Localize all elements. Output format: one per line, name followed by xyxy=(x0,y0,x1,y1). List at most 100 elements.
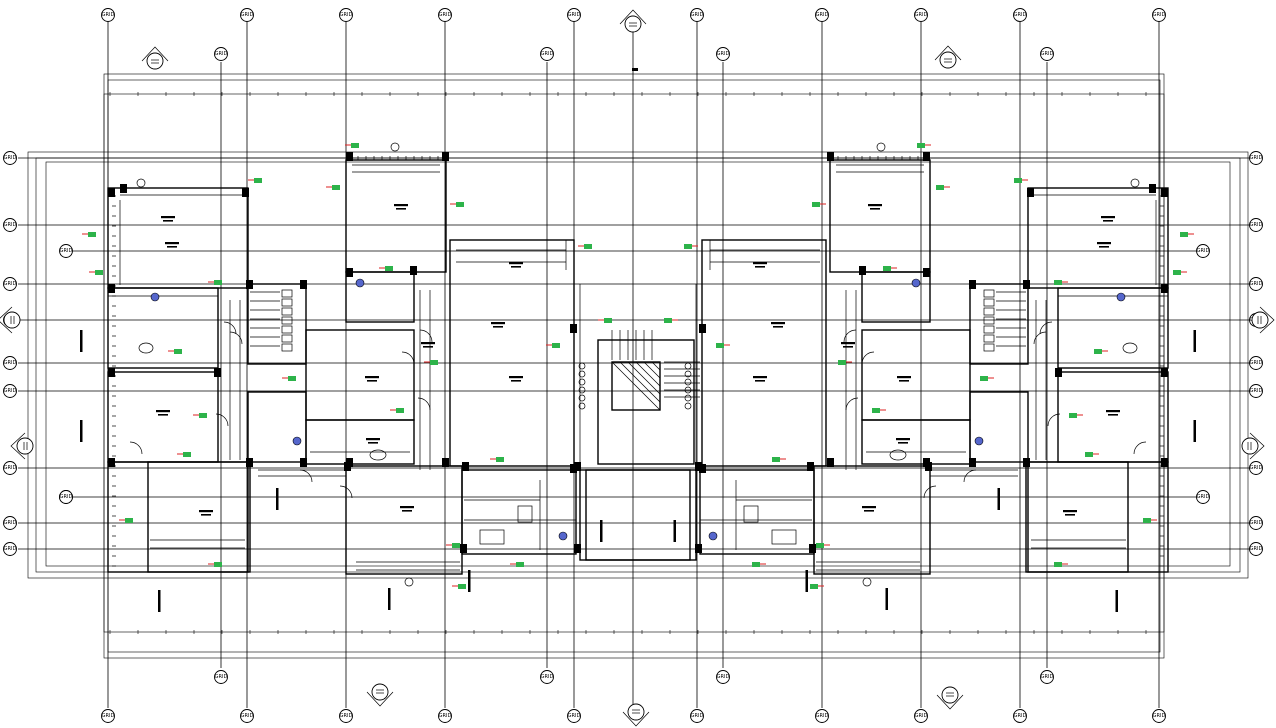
grid-bubble-circle xyxy=(567,709,581,723)
grid-lines xyxy=(18,22,1258,708)
grid-bubble-bottom: GRID xyxy=(815,709,829,723)
grid-bubble-label: GRID xyxy=(915,12,928,18)
grid-bubble-top: GRID xyxy=(339,8,353,22)
room-label xyxy=(367,380,377,382)
column xyxy=(246,280,253,289)
grid-bubble-label: GRID xyxy=(102,12,115,18)
bollard xyxy=(578,370,586,378)
grid-bubble-circle xyxy=(438,8,452,22)
section-circle xyxy=(624,15,642,33)
room-label xyxy=(1063,510,1077,513)
vertical-annotation xyxy=(158,590,161,612)
tag-flag xyxy=(174,349,182,354)
door-swing xyxy=(1047,413,1061,427)
tag-flag xyxy=(772,457,780,462)
grid-bubble-circle xyxy=(101,8,115,22)
room-label xyxy=(509,262,523,265)
grid-bubble-left: GRID xyxy=(3,516,17,530)
grid-bubble-label: GRID xyxy=(1041,51,1054,57)
tag-flag xyxy=(214,280,222,285)
grid-bubble-label: GRID xyxy=(1153,713,1166,719)
grid-bubble-top: GRID xyxy=(240,8,254,22)
grid-bubble-bottom: GRID xyxy=(101,709,115,723)
room-label xyxy=(896,438,910,441)
door-swing xyxy=(299,469,313,483)
vertical-annotation xyxy=(388,588,391,610)
bollard xyxy=(684,402,692,410)
outer-boundary xyxy=(27,73,1249,659)
column xyxy=(570,464,577,473)
section-arrow-icon xyxy=(366,683,394,707)
column xyxy=(442,458,449,467)
grid-bubble-circle xyxy=(3,277,17,291)
bollard xyxy=(578,394,586,402)
column xyxy=(1161,284,1168,293)
room-wall xyxy=(585,469,697,561)
room-label xyxy=(201,514,211,516)
tag-flag xyxy=(1143,518,1151,523)
grid-bubble-label: GRID xyxy=(915,713,928,719)
tag-flag xyxy=(95,270,103,275)
grid-bubble-circle xyxy=(1196,244,1210,258)
room-label xyxy=(509,376,523,379)
tag-flag xyxy=(458,584,466,589)
column xyxy=(344,462,351,471)
bathtub xyxy=(1122,342,1138,354)
section-arrow xyxy=(934,45,962,61)
room-label xyxy=(402,510,412,512)
grid-bubble-circle xyxy=(59,244,73,258)
dimension-frame xyxy=(103,73,1165,659)
grid-bubble-left: GRID xyxy=(3,461,17,475)
stair-tread xyxy=(281,289,293,298)
grid-bubble-left: GRID xyxy=(3,151,17,165)
toilet-fixture xyxy=(974,436,984,446)
tag-flag xyxy=(88,232,96,237)
section-circle xyxy=(3,311,21,329)
section-arrow-icon xyxy=(1241,432,1265,460)
room-label xyxy=(1097,242,1111,245)
tag-flag xyxy=(1094,349,1102,354)
stairs xyxy=(578,68,700,465)
vent-symbol xyxy=(1130,178,1140,188)
tag-flag xyxy=(288,376,296,381)
tag-flag xyxy=(752,562,760,567)
grid-bubble-top-inner: GRID xyxy=(716,47,730,61)
grid-bubble-label: GRID xyxy=(439,12,452,18)
column xyxy=(925,462,932,471)
section-arrow xyxy=(141,46,169,62)
grid-bubble-label: GRID xyxy=(60,248,73,254)
grid-bubble-bottom-inner: GRID xyxy=(214,670,228,684)
grid-bubble-circle xyxy=(339,709,353,723)
room-label xyxy=(870,208,880,210)
room-label xyxy=(491,322,505,325)
room-label xyxy=(421,342,435,345)
tag-flag xyxy=(456,202,464,207)
grid-bubble-left: GRID xyxy=(3,356,17,370)
column xyxy=(108,284,115,293)
stair-tread xyxy=(983,289,995,298)
toilet-fixture xyxy=(1116,292,1126,302)
grid-bubble-label: GRID xyxy=(691,12,704,18)
grid-bubble-label: GRID xyxy=(1197,248,1210,254)
column xyxy=(442,152,449,161)
vertical-annotation xyxy=(997,488,1000,510)
tag-flag xyxy=(917,143,925,148)
column xyxy=(1161,458,1168,467)
room-label xyxy=(753,376,767,379)
column xyxy=(1027,188,1034,197)
room-label xyxy=(1101,216,1115,219)
grid-bubble-bottom: GRID xyxy=(240,709,254,723)
column xyxy=(923,152,930,161)
column xyxy=(346,152,353,161)
grid-bubble-label: GRID xyxy=(4,222,17,228)
dimension-frame xyxy=(35,157,1241,573)
door-swing xyxy=(339,485,353,499)
room-wall xyxy=(701,239,827,467)
grid-bubble-circle xyxy=(3,516,17,530)
column xyxy=(699,464,706,473)
unit-wing xyxy=(585,142,1196,612)
grid-bubble-bottom: GRID xyxy=(567,709,581,723)
grid-bubble-label: GRID xyxy=(1014,713,1027,719)
room-wall xyxy=(305,419,415,465)
